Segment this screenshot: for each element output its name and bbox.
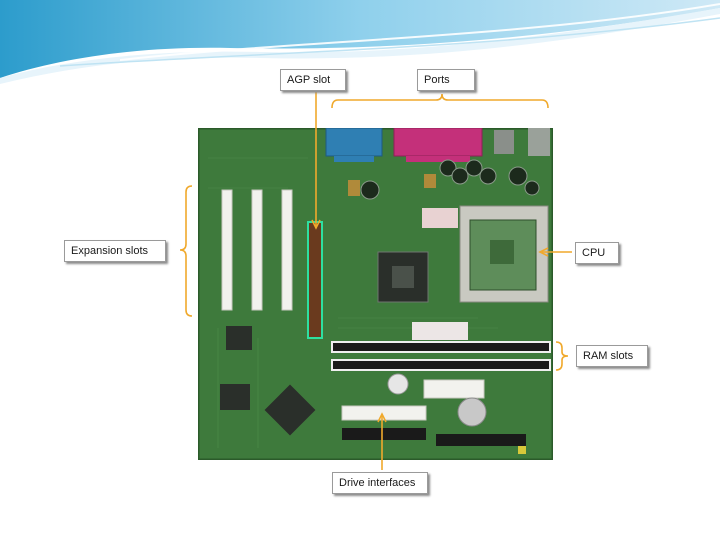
cpu-label: CPU	[575, 242, 619, 264]
ports-label: Ports	[417, 69, 475, 91]
drive-interfaces-label: Drive interfaces	[332, 472, 428, 494]
agp-slot-label: AGP slot	[280, 69, 346, 91]
ram-slots-label: RAM slots	[576, 345, 648, 367]
expansion-slots-label: Expansion slots	[64, 240, 166, 262]
